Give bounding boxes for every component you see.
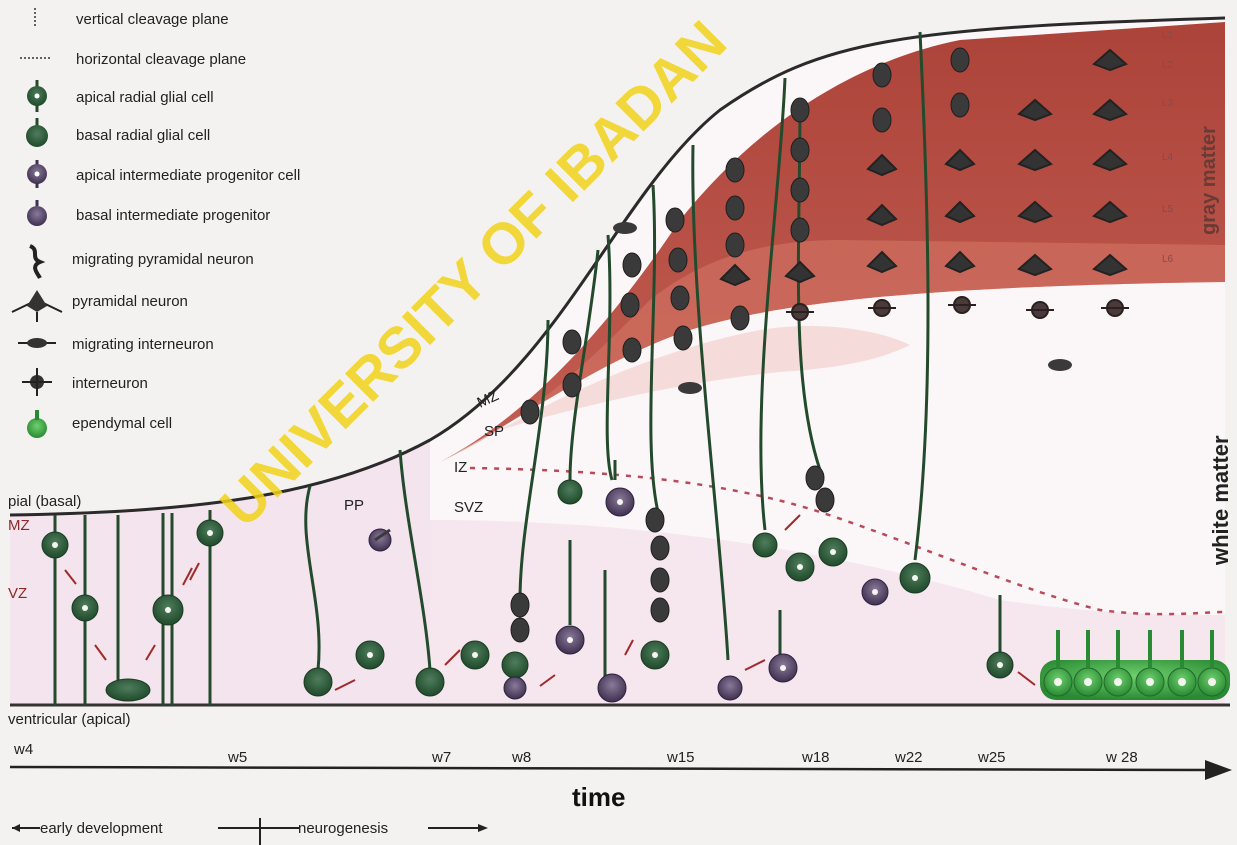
week-label: w25	[977, 749, 1006, 766]
ependymal-icon	[27, 410, 47, 438]
legend-label: ependymal cell	[72, 415, 172, 432]
migrating-pyramidal-icon	[30, 246, 40, 278]
layer-label: L6	[1162, 254, 1174, 265]
time-axis	[10, 767, 1215, 770]
week-label: w7	[431, 749, 451, 766]
pial-label: pial (basal)	[8, 493, 81, 510]
ventricular-label: ventricular (apical)	[8, 711, 131, 728]
legend-label: basal intermediate progenitor	[76, 207, 270, 224]
week-label: w8	[511, 749, 531, 766]
week-label: w4	[13, 741, 33, 758]
pp-label: PP	[344, 497, 364, 514]
pyramidal-neuron-icon	[12, 290, 62, 322]
week-label: w15	[666, 749, 695, 766]
svz-label: SVZ	[454, 499, 483, 516]
white-matter-label: white matter	[1208, 435, 1233, 566]
apical-ip-icon	[27, 160, 47, 188]
apical-radial-glia-icon	[27, 80, 47, 112]
layer-label: L2	[1162, 60, 1174, 71]
mz-left-label: MZ	[8, 517, 30, 534]
week-label: w5	[227, 749, 247, 766]
layer-label: L4	[1162, 152, 1174, 163]
legend-icons	[12, 8, 62, 438]
legend-label: horizontal cleavage plane	[76, 51, 246, 68]
basal-ip-icon	[27, 200, 47, 226]
legend: vertical cleavage plane horizontal cleav…	[72, 11, 300, 432]
basal-radial-glia-icon	[26, 118, 48, 147]
timeline: w4 w5 w7 w8 w15 w18 w22 w25 w 28 time ea…	[10, 741, 1232, 845]
legend-label: apical radial glial cell	[76, 89, 214, 106]
layer-label: L5	[1162, 204, 1174, 215]
legend-label: basal radial glial cell	[76, 127, 210, 144]
interneuron-icon	[22, 368, 52, 396]
time-label: time	[572, 782, 625, 812]
early-development-label: early development	[40, 820, 163, 837]
migrating-interneuron-icon	[18, 338, 56, 348]
time-arrowhead	[1205, 760, 1232, 780]
vz-label: VZ	[8, 585, 27, 602]
layer-label: L1	[1162, 30, 1174, 41]
week-label: w18	[801, 749, 830, 766]
legend-label: migrating pyramidal neuron	[72, 251, 254, 268]
sp-label: SP	[484, 423, 504, 440]
legend-label: pyramidal neuron	[72, 293, 188, 310]
iz-label: IZ	[454, 459, 467, 476]
gray-matter-label: gray matter	[1198, 126, 1220, 235]
legend-label: vertical cleavage plane	[76, 11, 229, 28]
legend-label: migrating interneuron	[72, 336, 214, 353]
layer-label: L3	[1162, 98, 1174, 109]
week-label: w22	[894, 749, 923, 766]
legend-label: apical intermediate progenitor cell	[76, 167, 300, 184]
neurogenesis-label: neurogenesis	[298, 820, 388, 837]
legend-label: interneuron	[72, 375, 148, 392]
week-label: w 28	[1105, 749, 1138, 766]
